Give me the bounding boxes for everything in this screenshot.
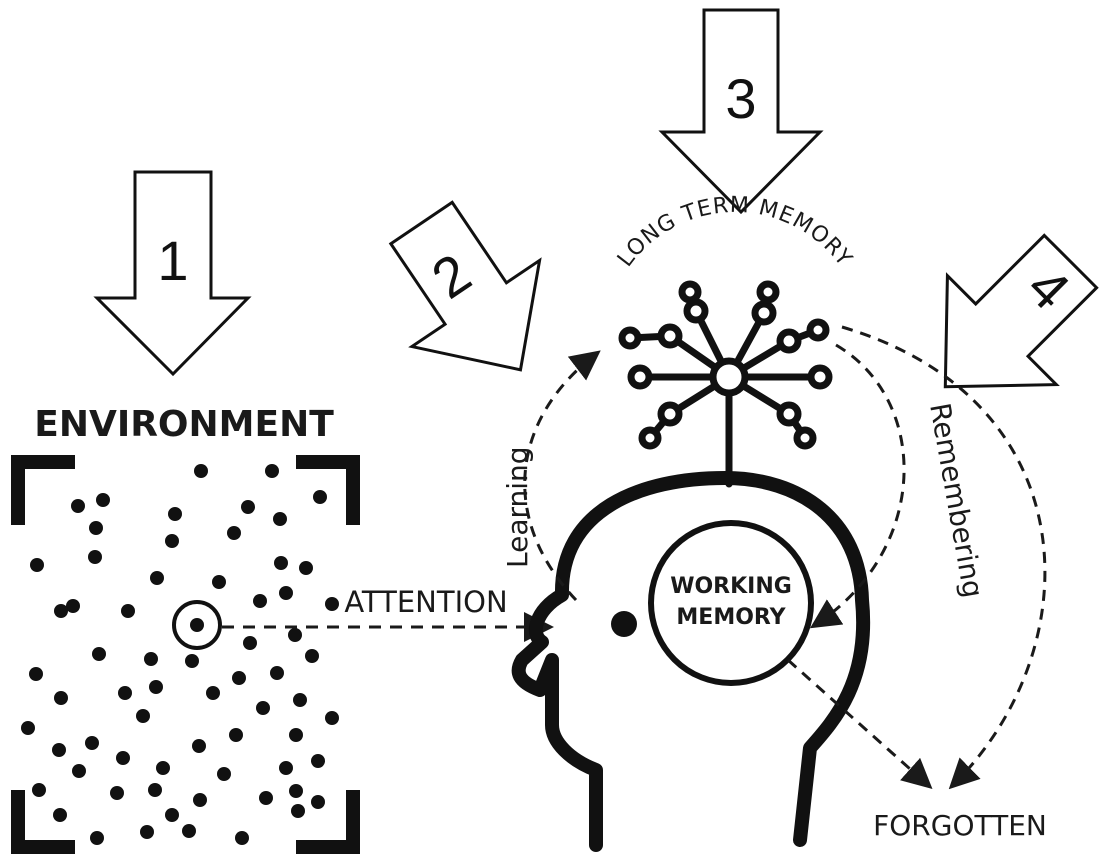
working-memory-label-line2: MEMORY (676, 605, 786, 630)
learning-arrow (523, 350, 601, 602)
head-eye (611, 611, 637, 637)
forgetting-arrow-from-working-memory (787, 658, 933, 789)
arrow-1 (93, 170, 252, 377)
environment-label: ENVIRONMENT (34, 404, 334, 445)
environment-dots (21, 464, 339, 845)
learning-label: Learning (501, 446, 534, 568)
working-memory-label-line1: WORKING (670, 574, 792, 599)
arrow-2 (388, 200, 542, 372)
remembering-label: Remembering (923, 400, 990, 600)
arrow-3 (658, 8, 824, 215)
environment-frame (11, 455, 360, 854)
attention-focus-target (172, 600, 222, 650)
arrow-4 (943, 233, 1099, 389)
long-term-memory-network-icon (618, 280, 833, 488)
remembering-arrow (809, 343, 906, 629)
head-silhouette (511, 471, 871, 852)
working-memory-circle (648, 520, 814, 686)
arrow-3-number: 3 (725, 67, 756, 130)
attention-label: ATTENTION (344, 585, 507, 619)
arrow-1-number: 1 (157, 229, 188, 292)
forgetting-arrow-from-long-term-memory (841, 325, 1047, 790)
forgotten-label: FORGOTTEN (873, 809, 1047, 842)
long-term-memory-label: LONG TERM MEMORY (613, 193, 857, 272)
